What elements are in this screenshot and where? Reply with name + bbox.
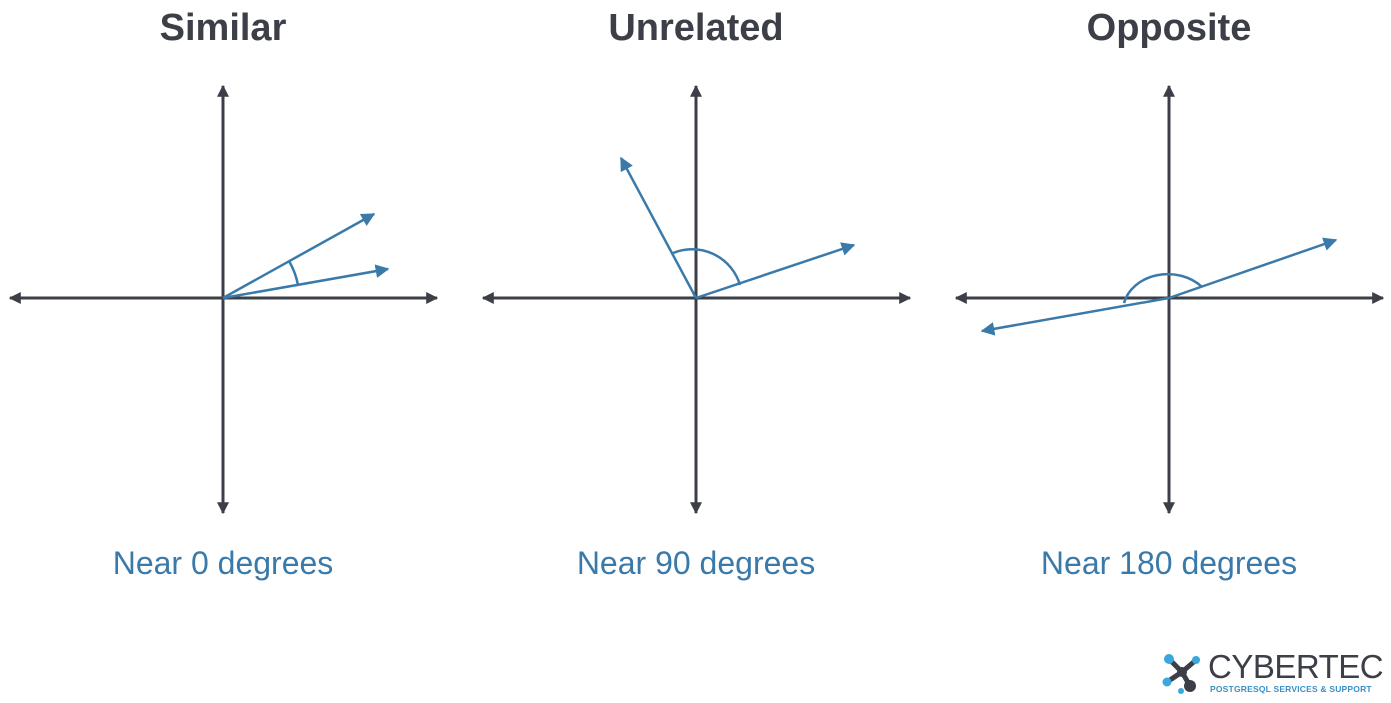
vector-a [619, 156, 698, 299]
angle-arc [1122, 272, 1203, 304]
brand-name: CYBERTEC [1208, 648, 1384, 685]
brand-tagline: POSTGRESQL SERVICES & SUPPORT [1210, 684, 1372, 694]
panel-unrelated [481, 84, 912, 515]
cybertec-logo: CYBERTEC POSTGRESQL SERVICES & SUPPORT [1160, 650, 1388, 696]
panel-title-similar: Similar [159, 7, 287, 49]
vector-a [1168, 237, 1338, 300]
vector-b [695, 242, 856, 300]
caption-similar: Near 0 degrees [112, 545, 334, 581]
caption-unrelated: Near 90 degrees [576, 545, 816, 581]
vector-b [980, 296, 1170, 336]
panel-similar [8, 84, 439, 515]
angle-arc [287, 260, 300, 286]
panel-title-unrelated: Unrelated [608, 7, 784, 49]
vector-b [222, 264, 390, 300]
angle-arc [672, 248, 742, 286]
molecule-icon [1162, 654, 1200, 694]
caption-opposite: Near 180 degrees [1040, 545, 1298, 581]
vector-a [222, 212, 376, 300]
panel-title-opposite: Opposite [1086, 7, 1252, 49]
panel-opposite [954, 84, 1385, 515]
